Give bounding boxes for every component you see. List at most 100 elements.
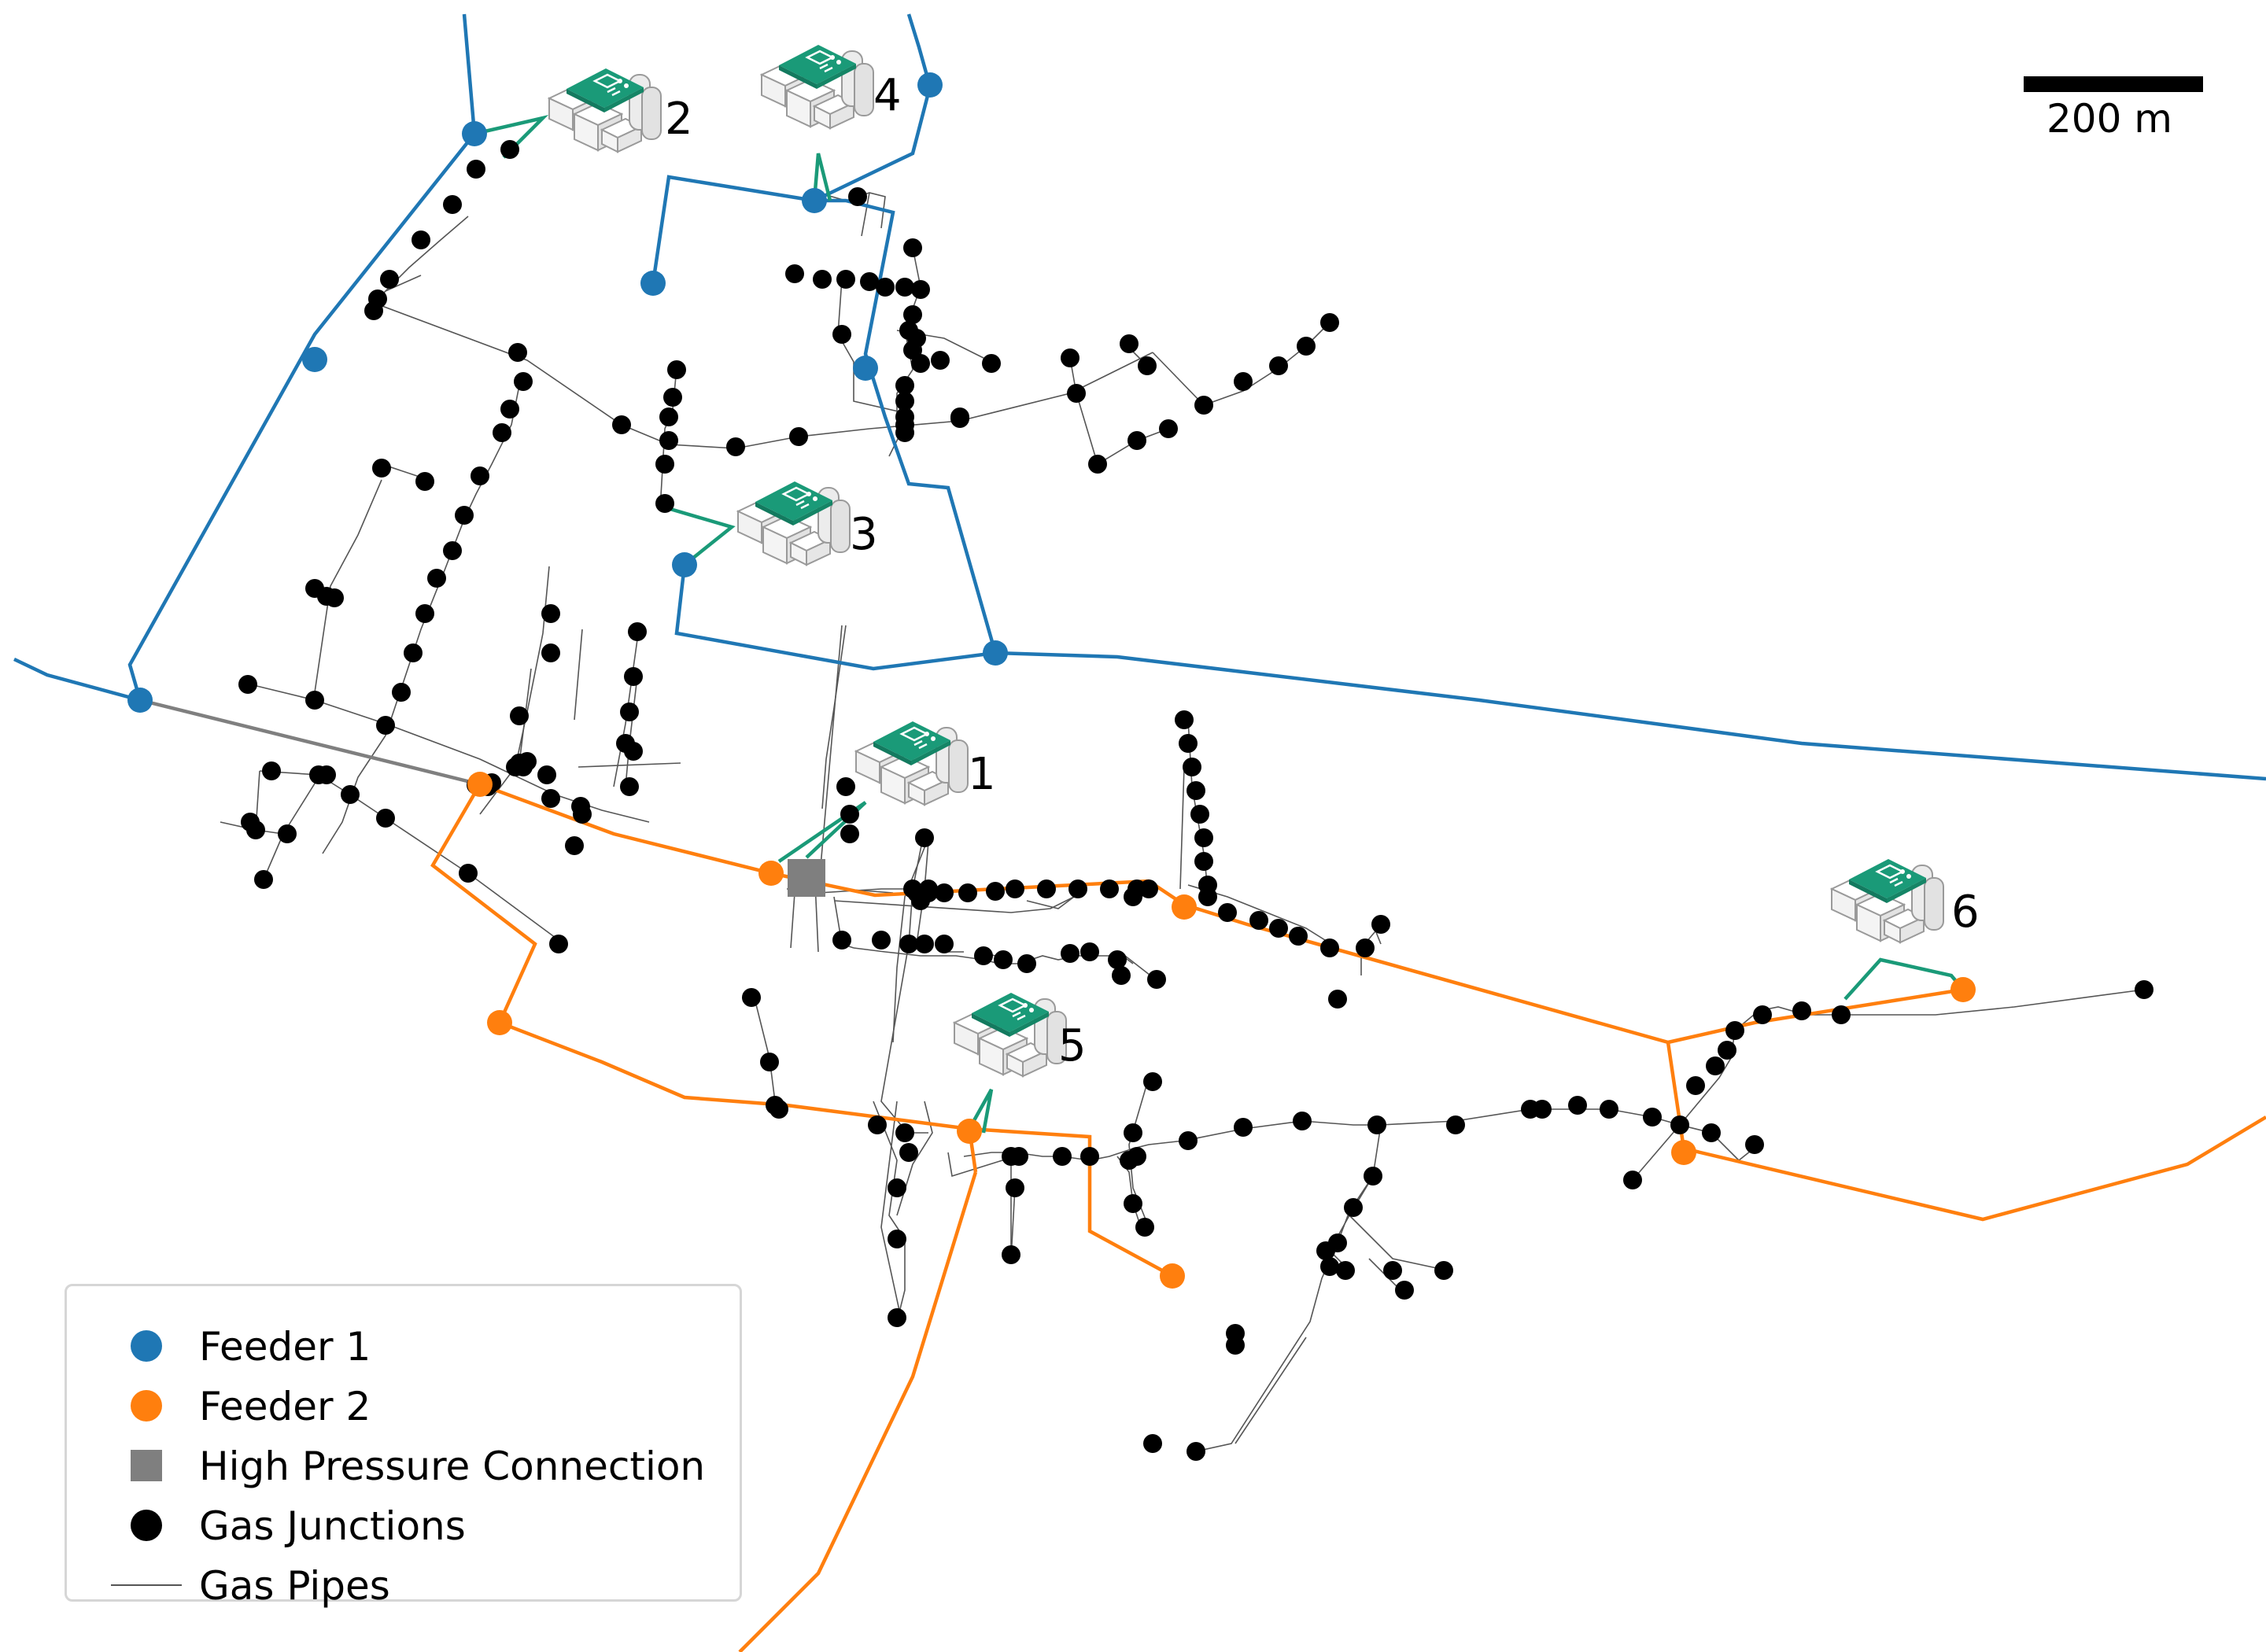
gas-junction-marker: [848, 187, 867, 206]
legend-label: Gas Junctions: [199, 1503, 466, 1549]
gas-junction-marker: [1194, 828, 1213, 847]
feeder-2-node: [1950, 977, 1976, 1002]
feeder-1-node: [127, 688, 153, 713]
gas-junction-marker: [565, 836, 584, 855]
gas-junction-marker: [493, 423, 511, 442]
plant-1: 1: [854, 720, 996, 806]
gas-junction-marker: [1179, 734, 1198, 753]
gas-junction-marker: [1080, 942, 1099, 961]
plant-6: 6: [1830, 857, 1980, 944]
feeder-1-marker-icon: [131, 1330, 162, 1362]
plant-label-3: 3: [850, 509, 878, 560]
plant-label-1: 1: [968, 749, 996, 800]
gas-junction-marker: [903, 305, 922, 324]
feeder-2-node: [1172, 894, 1197, 920]
gas-junction-marker: [667, 360, 686, 379]
gas-junction-marker: [317, 765, 336, 784]
gas-junction-marker: [899, 935, 918, 953]
gas-junction-marker: [895, 376, 914, 395]
gas-junction-marker: [1293, 1112, 1312, 1130]
gas-plant-icon: [1830, 857, 1945, 944]
gas-junction-marker: [254, 870, 273, 889]
gas-junction-marker: [974, 946, 993, 965]
gas-junction-marker: [1725, 1021, 1744, 1040]
gas-junction-marker: [411, 230, 430, 249]
feeder-1-nodes: [127, 72, 1008, 713]
gas-junction-marker: [1179, 1131, 1198, 1150]
plant-4: 4: [760, 43, 902, 130]
gas-junction-marker: [1320, 1257, 1339, 1276]
gas-junction-marker: [1745, 1135, 1764, 1154]
gas-junction-marker: [789, 427, 808, 446]
gas-junction-marker: [876, 278, 895, 297]
gas-junction-marker: [500, 400, 519, 419]
feeder-1-node: [983, 640, 1008, 666]
gas-junction-marker: [415, 472, 434, 491]
gas-junction-marker: [1336, 1261, 1355, 1280]
gas-junction-marker: [1328, 990, 1347, 1009]
gas-junction-marker: [1643, 1108, 1662, 1127]
gas-junction-marker: [888, 1308, 906, 1327]
scale-bar-label: 200 m: [2046, 96, 2173, 142]
gas-junction-marker: [1194, 852, 1213, 871]
legend: Feeder 1 Feeder 2 High Pressure Connecti…: [65, 1284, 742, 1609]
gas-junction-marker: [931, 351, 950, 370]
gas-junction-marker: [305, 691, 324, 710]
feeder-2-nodes: [467, 772, 1976, 1289]
gas-junction-marker: [840, 824, 859, 843]
gas-junction-marker: [888, 1178, 906, 1197]
gas-junction-marker: [832, 931, 851, 950]
gas-junction-marker: [1832, 1005, 1851, 1024]
gas-junction-marker: [659, 407, 678, 426]
gas-junction-marker: [573, 805, 592, 824]
feeder-1-node: [802, 188, 827, 213]
gas-junction-marker: [1159, 419, 1178, 438]
gas-junction-marker: [1138, 356, 1157, 375]
gas-junction-marker: [620, 702, 639, 721]
feeder-1-node: [462, 121, 487, 146]
gas-plant-icon: [760, 43, 875, 130]
gas-junction-marker: [443, 195, 462, 214]
gas-junction-marker: [392, 683, 411, 702]
gas-junction-marker: [1147, 970, 1166, 989]
scale-bar: [2024, 76, 2203, 92]
gas-junction-marker: [1088, 455, 1107, 474]
feeder-1-node: [302, 347, 327, 372]
feeder-1-node: [672, 552, 697, 577]
gas-junction-marker: [663, 388, 682, 407]
legend-label: Feeder 1: [199, 1324, 371, 1370]
gas-junction-marker: [659, 431, 678, 450]
gas-junction-marker: [911, 354, 930, 373]
gas-junction-marker: [1249, 911, 1268, 930]
gas-junction-marker: [1175, 710, 1194, 729]
gas-junction-marker: [1187, 1442, 1205, 1461]
gas-junction-marker: [1718, 1041, 1736, 1060]
gas-junction-marker: [376, 716, 395, 735]
gas-junction-marker: [1139, 879, 1158, 898]
high-pressure-square-icon: [131, 1450, 162, 1481]
plant-label-5: 5: [1058, 1020, 1087, 1071]
gas-junction-marker: [262, 761, 281, 780]
feeder-1-node: [917, 72, 943, 98]
plant-label-6: 6: [1951, 887, 1980, 938]
gas-junction-marker: [508, 343, 527, 362]
gas-junction-marker: [1218, 903, 1237, 922]
gas-junction-marker: [380, 270, 399, 289]
gas-junction-marker: [915, 935, 934, 953]
plant-label-2: 2: [665, 94, 693, 145]
gas-junction-marker: [1124, 1194, 1142, 1213]
gas-junction-marker: [1061, 944, 1079, 963]
feeder-1-node: [853, 356, 878, 381]
feeder-2-node: [1671, 1140, 1696, 1165]
gas-junction-marker: [341, 785, 360, 804]
gas-junction-marker: [1127, 431, 1146, 450]
gas-junction-marker: [238, 675, 257, 694]
legend-item-gas-pipes: Gas Pipes: [67, 1562, 740, 1609]
gas-junction-marker: [895, 392, 914, 411]
gas-junction-marker: [541, 604, 560, 623]
gas-junction-marker: [1316, 1241, 1335, 1260]
gas-junction-marker: [1009, 1147, 1028, 1166]
high-pressure-connection-square: [788, 859, 825, 897]
gas-junction-marker: [899, 1143, 918, 1162]
